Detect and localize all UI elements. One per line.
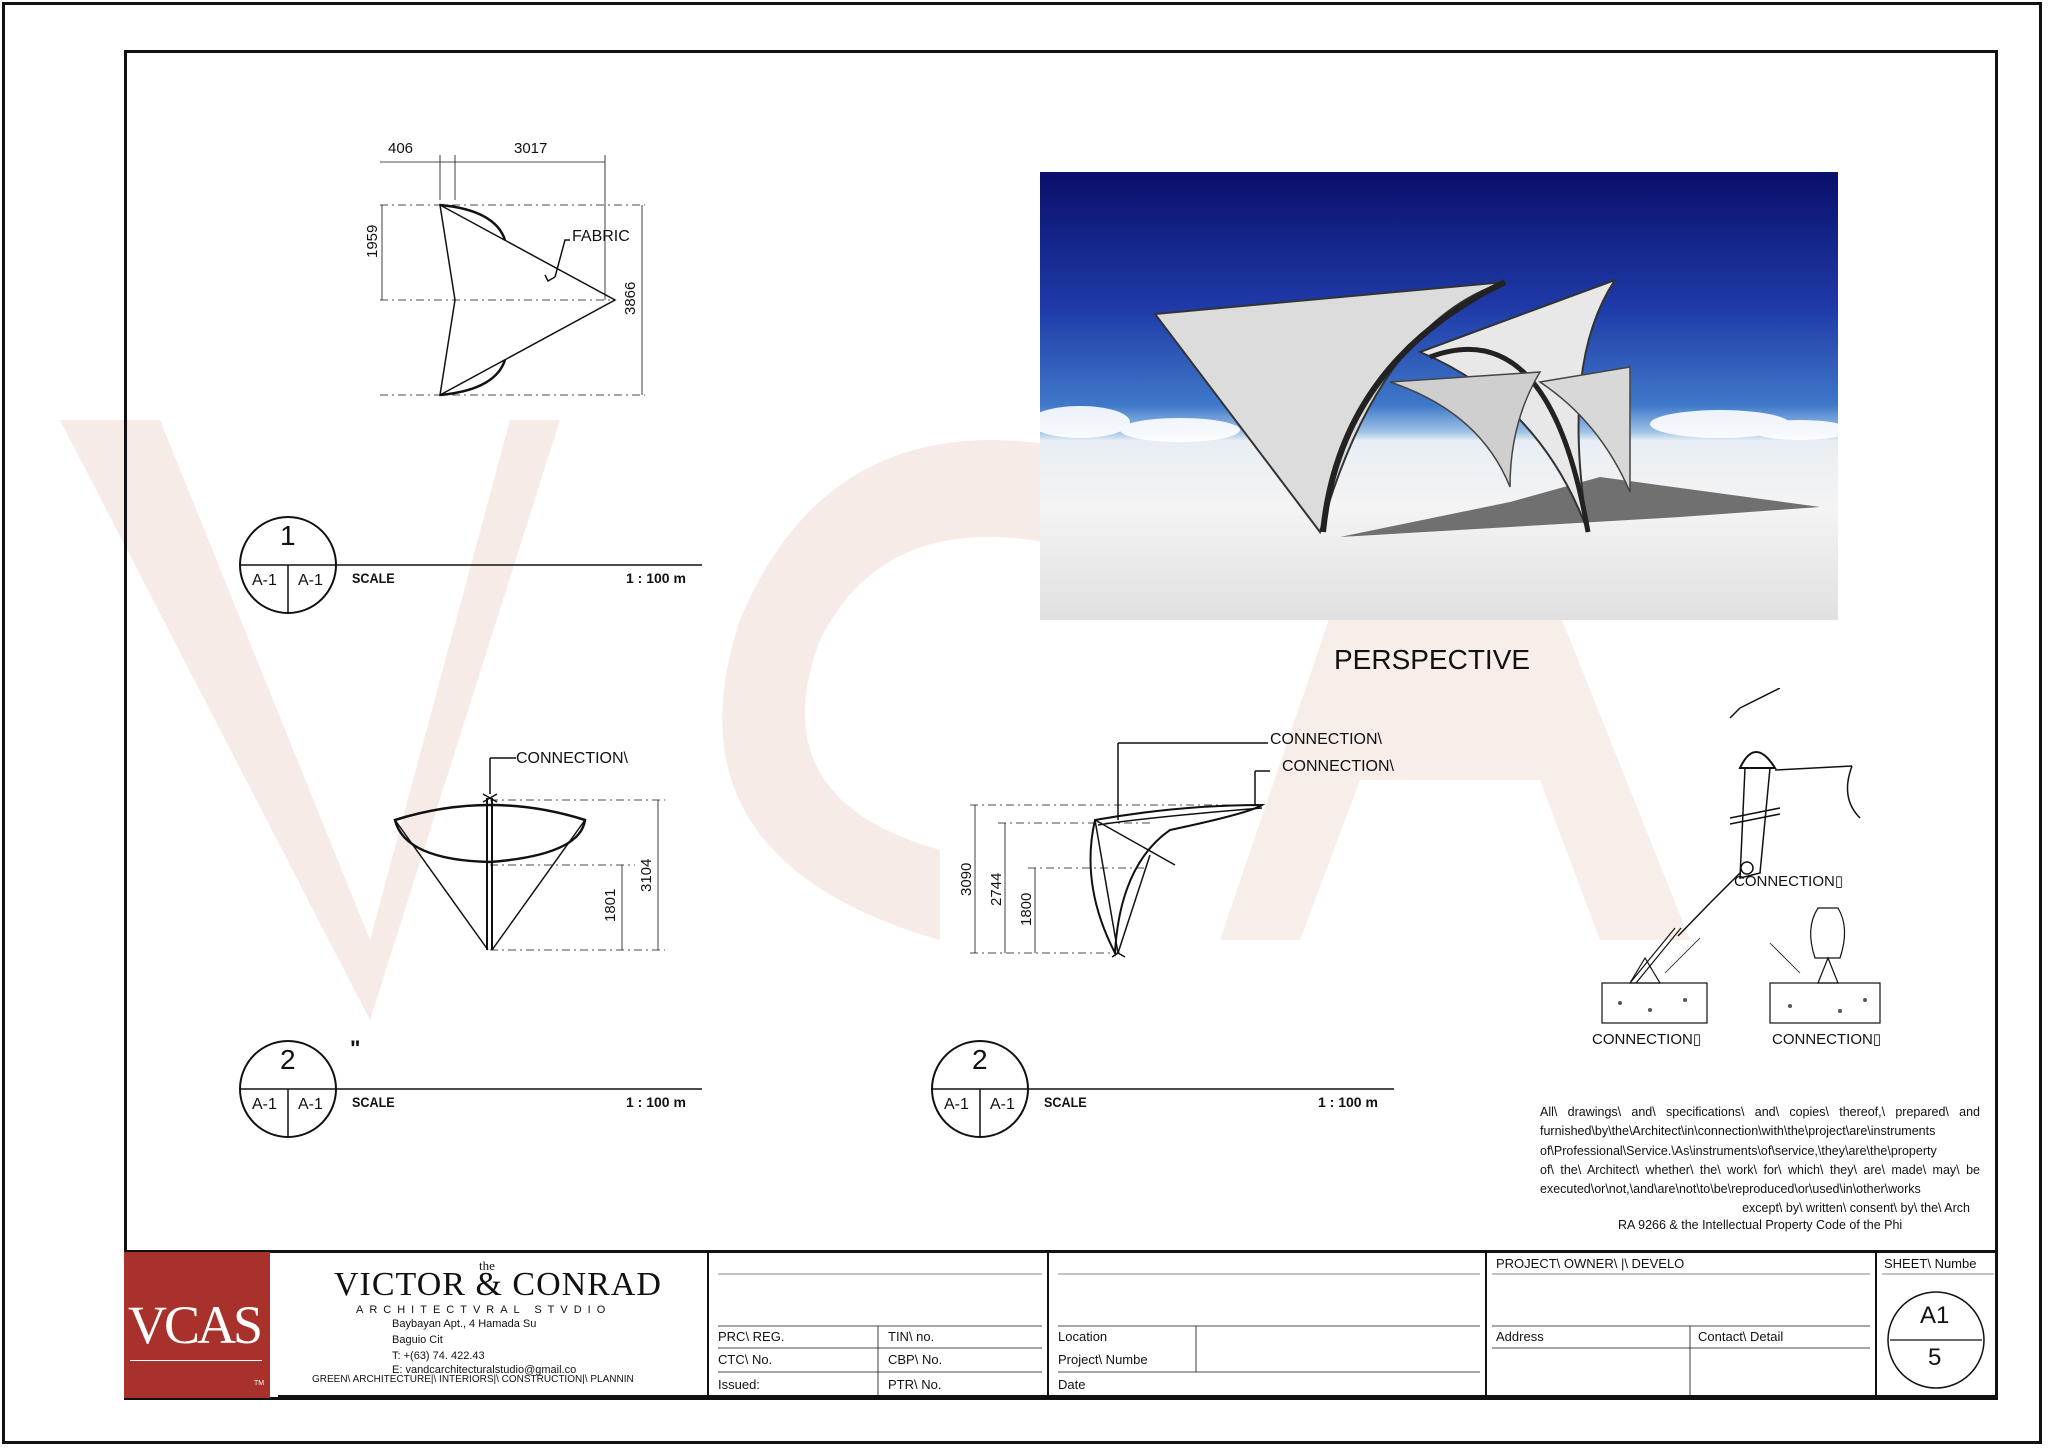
legal-line: except\ by\ written\ consent\ by\ the\ A… [1742,1201,1970,1216]
drawing-label-1 [239,516,702,614]
ctc-no-label: CTC\ No. [718,1352,773,1367]
project-owner-label: PROJECT\ OWNER\ |\ DEVELO [1496,1256,1685,1271]
address-label: Address [1496,1329,1544,1344]
sheet-code: A1 [1920,1302,1950,1329]
label-2-left-ref-left: A-1 [252,1096,277,1113]
prc-reg-label: PRC\ REG. [718,1329,785,1344]
dim-1800: 1800 [1018,892,1035,926]
label-1-scale-value: 1 : 100 m [626,570,686,586]
sheet-number-label: SHEET\ Numbe [1884,1256,1977,1271]
cbp-no-label: CBP\ No. [888,1352,943,1367]
location-label: Location [1058,1329,1108,1344]
legal-line: of\Professional\Service.\As\instruments\… [1540,1143,1937,1158]
drawing-label-2-left [239,1040,702,1138]
project-number-label: Project\ Numbe [1058,1352,1148,1367]
ptr-no-label: PTR\ No. [888,1377,942,1392]
connection-callout-section-2: CONNECTION\ [1282,758,1394,775]
vcas-logo: VCAS TM [124,1252,270,1398]
label-2-right-ref-left: A-1 [944,1096,969,1113]
dim-406: 406 [388,140,414,157]
label-1-ref-left: A-1 [252,572,277,589]
inner-border [124,50,1998,1400]
logo-underline [130,1360,262,1361]
titleblock-top-rule [124,1250,1998,1253]
sheet-number: 5 [1928,1344,1942,1371]
label-2-left-scale: SCALE [352,1094,395,1110]
contact-detail-label: Contact\ Detail [1698,1329,1784,1344]
firm-email: E: vandcarchitecturalstudio@gmail.co [392,1364,577,1376]
legal-line: All\ drawings\ and\ specifications\ and\… [1540,1105,1980,1119]
connection-callout-elevation: CONNECTION\ [516,750,628,767]
titleblock-grid [278,1252,1998,1398]
label-1-ref-right: A-1 [298,572,323,589]
dim-3104: 3104 [638,858,655,892]
logo-tm: TM [254,1380,265,1387]
tin-no-label: TIN\ no. [888,1329,935,1344]
firm-services: GREEN\ ARCHITECTURE|\ INTERIORS|\ CONSTR… [312,1374,634,1385]
legal-line: of\ the\ Architect\ whether\ the\ work\ … [1540,1162,1980,1177]
label-2-tick-mark: " [350,1036,361,1061]
perspective-render [1040,172,1838,620]
watermark-logo [60,420,1690,1020]
drawing-label-2-right [931,1040,1394,1138]
connection-details [1601,688,1881,1024]
dim-2744: 2744 [988,872,1005,906]
legal-line: furnished\by\the\Architect\in\connection… [1540,1124,1936,1139]
label-2-right-scale-value: 1 : 100 m [1318,1094,1378,1110]
firm-subtitle: ARCHITECTVRAL STVDIO [356,1304,612,1316]
dim-1801: 1801 [602,888,619,922]
legal-line: executed\or\not,\and\are\not\to\be\repro… [1540,1182,1921,1197]
dim-3866: 3866 [622,281,639,315]
perspective-title: PERSPECTIVE [1334,644,1531,675]
firm-name: VICTOR & CONRAD [334,1266,662,1303]
drawing-2-elevation [393,757,665,951]
drawing-1-plan [380,155,645,397]
dim-1959: 1959 [364,224,381,258]
connection-callout-section-1: CONNECTION\ [1270,731,1382,748]
label-1-number: 1 [280,520,296,551]
date-label: Date [1058,1377,1086,1392]
label-1-scale: SCALE [352,570,395,586]
dim-3090: 3090 [958,862,975,896]
logo-text: VCAS [128,1295,263,1355]
firm-address-2: Baguio Cit [392,1334,443,1346]
issued-label: Issued: [718,1377,760,1392]
label-2-right-number: 2 [972,1044,988,1075]
label-2-left-scale-value: 1 : 100 m [626,1094,686,1110]
dim-3017: 3017 [514,140,548,157]
firm-phone: T: +(63) 74. 422.43 [392,1350,485,1362]
label-2-left-ref-right: A-1 [298,1096,323,1113]
detail-label-top: CONNECTION▯ [1734,873,1844,890]
canopy-illustration [1040,277,1838,537]
firm-address-1: Baybayan Apt., 4 Hamada Su [392,1318,537,1330]
detail-label-bottom-right: CONNECTION▯ [1772,1031,1882,1048]
detail-label-bottom-left: CONNECTION▯ [1592,1031,1702,1048]
label-2-left-number: 2 [280,1044,296,1075]
ra-line: RA 9266 & the Intellectual Property Code… [1618,1218,1903,1232]
fabric-callout: FABRIC [572,228,630,245]
firm-the: the [479,1258,495,1273]
legal-notice: All\ drawings\ and\ specifications\ and\… [1540,1103,1980,1219]
label-2-right-ref-right: A-1 [990,1096,1015,1113]
label-2-right-scale: SCALE [1044,1094,1087,1110]
drawing-3-section [970,742,1270,958]
